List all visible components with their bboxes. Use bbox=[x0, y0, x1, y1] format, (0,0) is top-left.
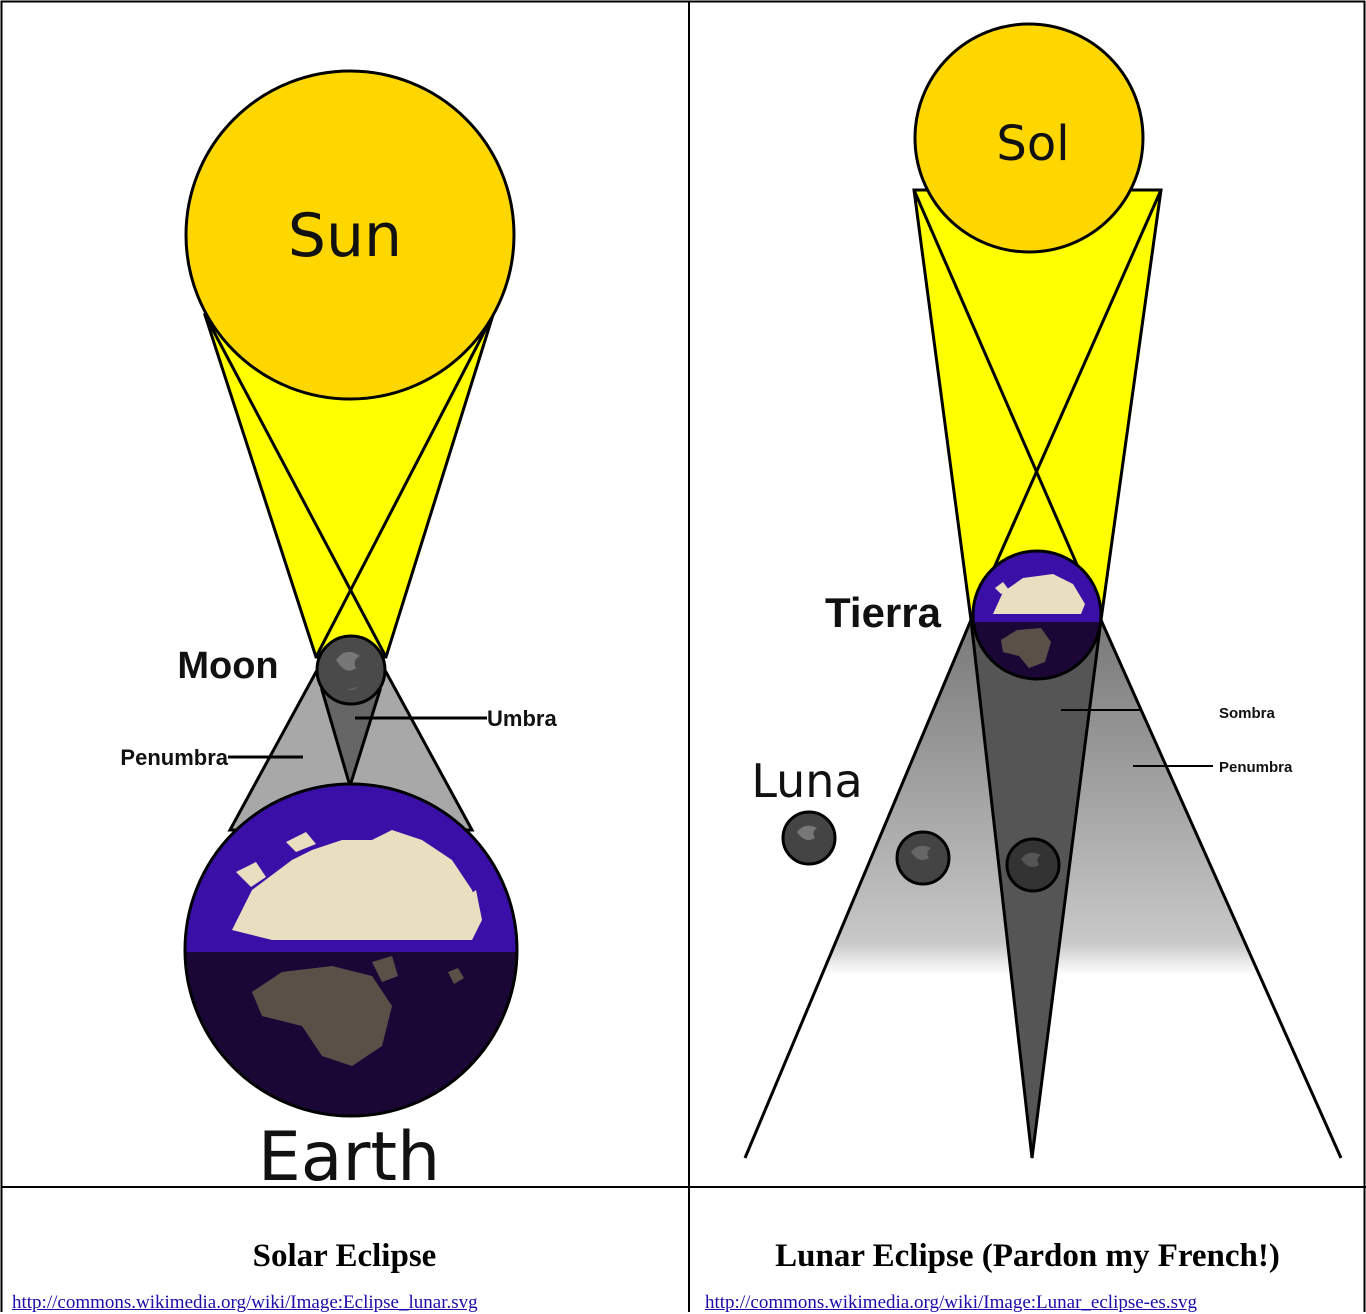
moon-position-outside bbox=[781, 810, 837, 866]
luna-label: Luna bbox=[751, 754, 862, 808]
sol-label: Sol bbox=[996, 116, 1069, 172]
tierra-label: Tierra bbox=[825, 589, 942, 636]
moon-label: Moon bbox=[177, 645, 278, 687]
sombra-label: Sombra bbox=[1219, 705, 1276, 722]
solar-eclipse-diagram: Sun Moon Umbra Penumbra Earth bbox=[120, 69, 557, 1187]
sun-label: Sun bbox=[288, 201, 402, 271]
umbra-label: Umbra bbox=[487, 706, 557, 731]
earth-label: Earth bbox=[258, 1118, 440, 1187]
lunar-eclipse-diagram: Sol Tierra Sombra Penumbra Luna bbox=[743, 22, 1343, 1159]
penumbra-label: Penumbra bbox=[1219, 759, 1293, 776]
penumbra-label: Penumbra bbox=[120, 745, 228, 770]
sun-circle bbox=[913, 22, 1145, 254]
lunar-eclipse-title: Lunar Eclipse (Pardon my French!) bbox=[775, 1238, 1280, 1274]
moon-position-umbra bbox=[1005, 837, 1061, 893]
sun-circle bbox=[184, 69, 516, 401]
moon-position-penumbra bbox=[895, 830, 951, 886]
lunar-source-link[interactable]: http://commons.wikimedia.org/wiki/Image:… bbox=[705, 1292, 1197, 1313]
solar-eclipse-title: Solar Eclipse bbox=[252, 1238, 437, 1274]
solar-source-link[interactable]: http://commons.wikimedia.org/wiki/Image:… bbox=[12, 1292, 478, 1313]
